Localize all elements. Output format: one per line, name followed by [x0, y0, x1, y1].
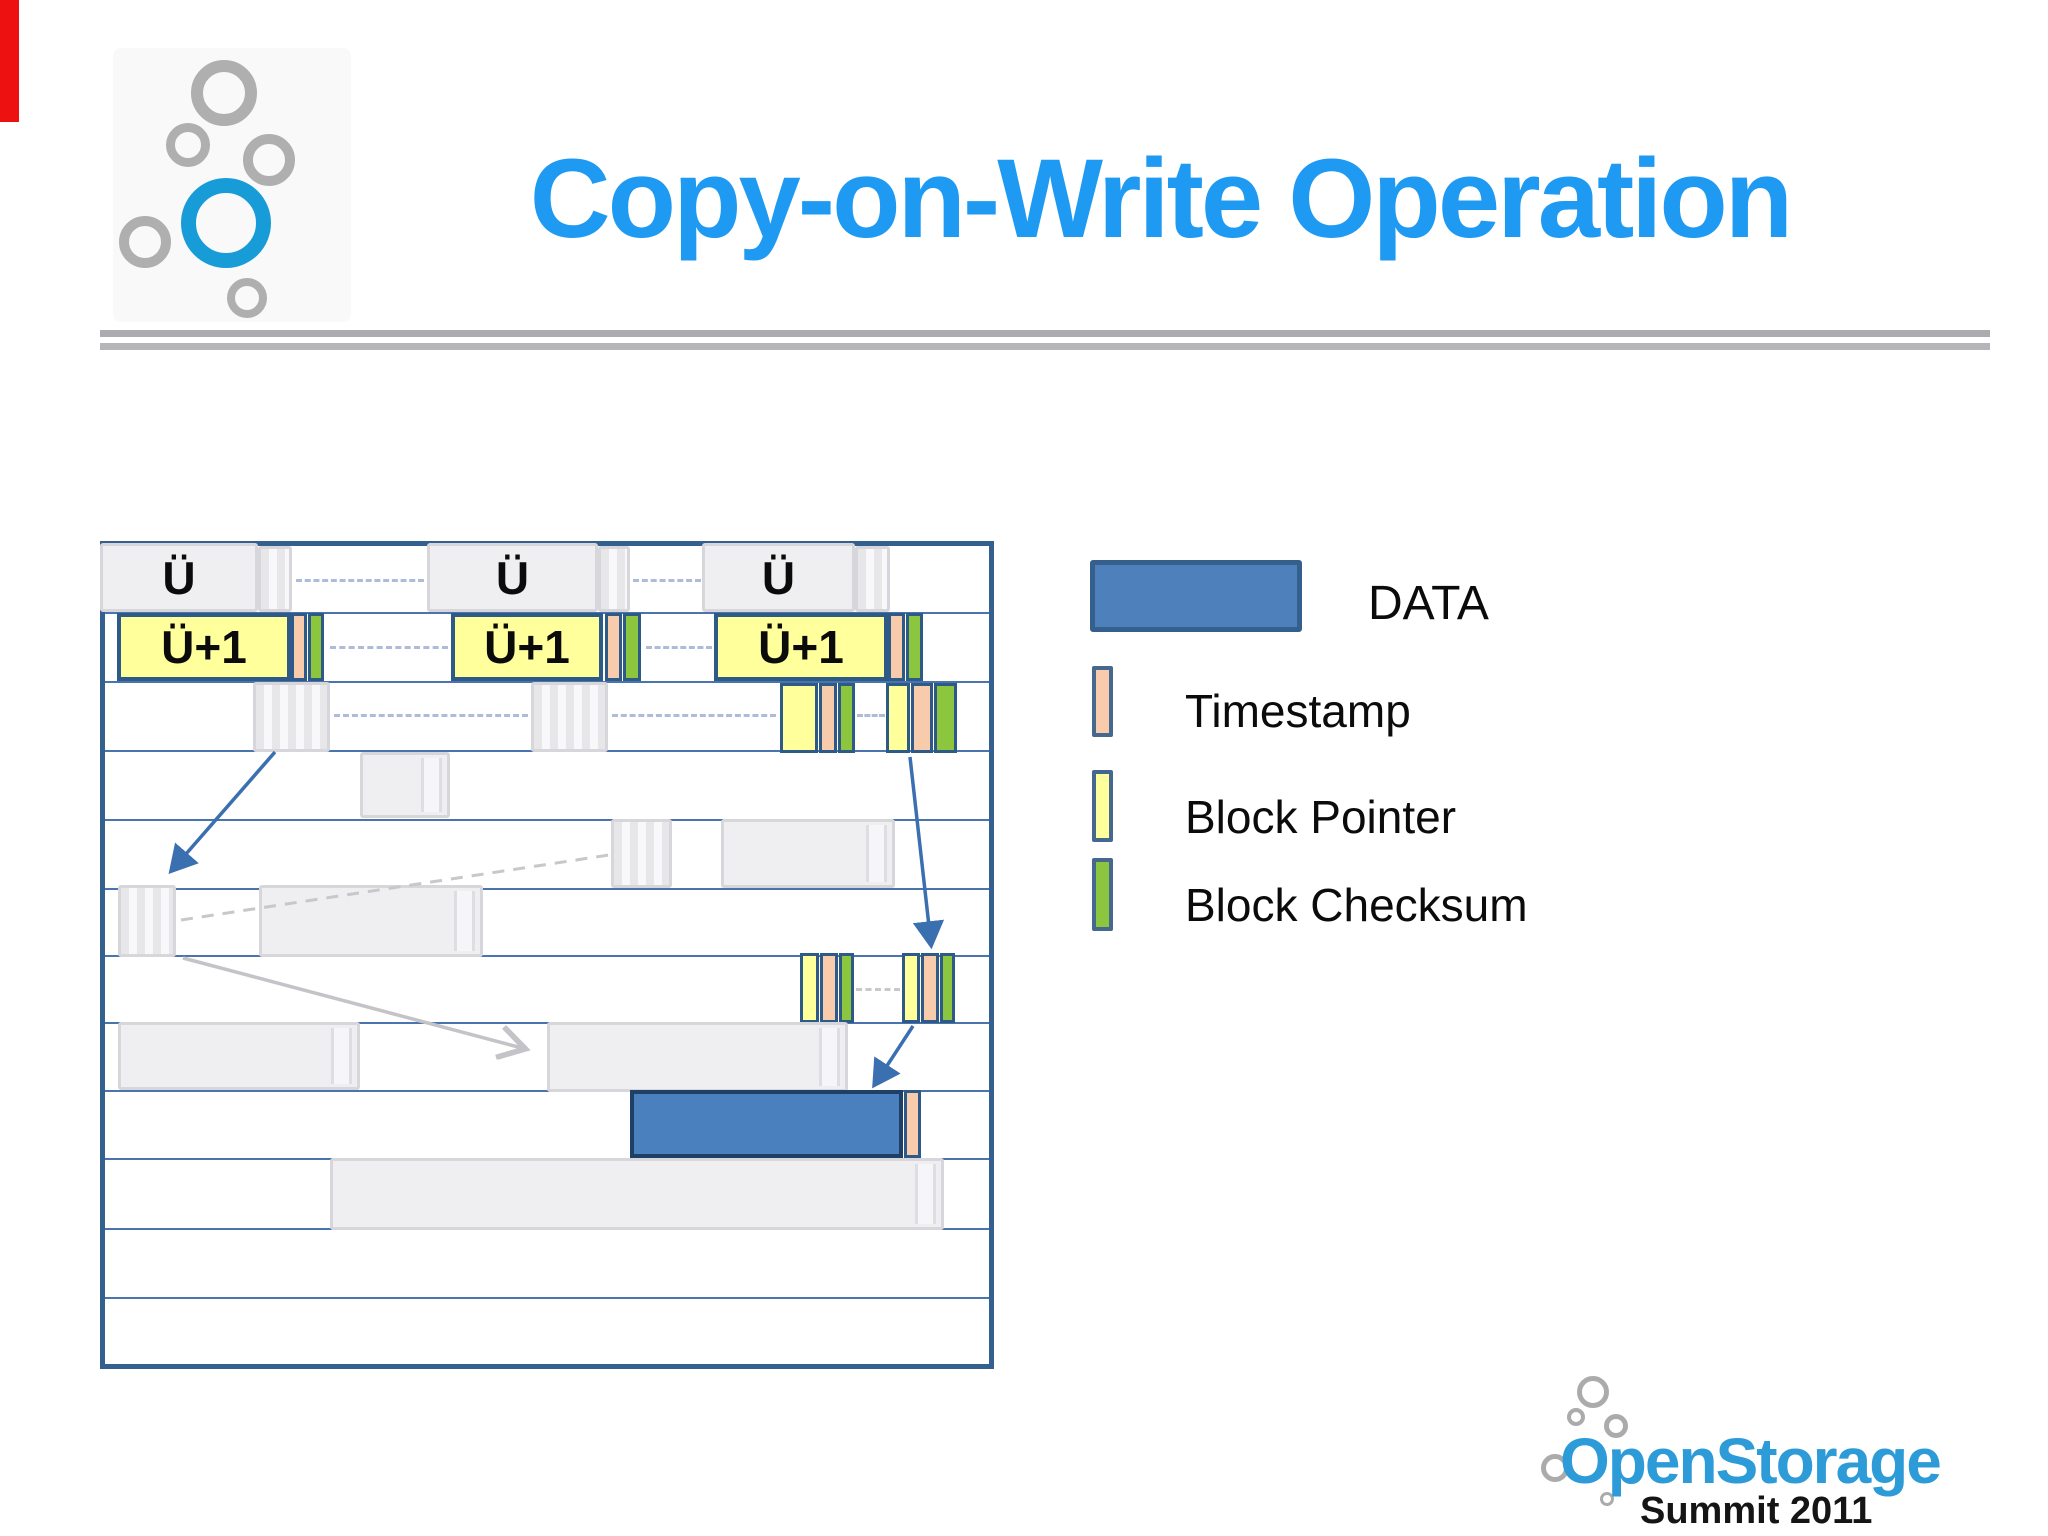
summit-year-text: Summit 2011 — [1640, 1490, 1873, 1532]
timestamp-stripe — [820, 953, 838, 1023]
pointer-tab — [611, 819, 672, 888]
block-pointer-stripe — [800, 953, 819, 1023]
pointer-tab — [118, 885, 176, 957]
data-block-old — [118, 1022, 360, 1090]
timestamp-stripe — [291, 613, 307, 681]
uberblock-new-label: Ü+1 — [161, 621, 247, 673]
dashed-connector — [334, 714, 528, 717]
data-block-new — [630, 1090, 903, 1158]
checksum-stripe — [308, 613, 324, 681]
page-title: Copy-on-Write Operation — [529, 136, 1793, 261]
timestamp-stripe — [904, 1090, 921, 1158]
bubble-icon — [1577, 1376, 1609, 1408]
uberblock-new-label: Ü+1 — [484, 621, 570, 673]
metadata-block — [259, 885, 483, 957]
uberblock-new: Ü+1 — [451, 613, 603, 681]
dashed-connector — [857, 714, 885, 717]
bubble-icon-blue — [181, 178, 271, 268]
checksum-stripe — [940, 953, 955, 1023]
block-pointer-stripe — [780, 683, 818, 753]
uberblock-label: Ü — [495, 551, 530, 604]
checksum-stripe — [838, 683, 855, 753]
pointer-tab — [855, 546, 890, 612]
dashed-connector — [330, 646, 448, 649]
pointer-tab — [531, 682, 608, 752]
pointer-tab — [598, 546, 630, 612]
bubble-icon — [119, 216, 171, 268]
bubble-icon — [243, 134, 295, 186]
pointer-tab — [253, 682, 330, 752]
legend-swatch-timestamp — [1092, 666, 1113, 737]
data-block-old — [330, 1158, 944, 1230]
grid-line — [105, 888, 989, 890]
timestamp-stripe — [921, 953, 939, 1023]
bubble-icon — [1604, 1414, 1628, 1438]
bubble-icon — [1541, 1454, 1569, 1482]
accent-red-bar — [0, 0, 19, 122]
checksum-stripe — [934, 683, 957, 753]
timestamp-stripe — [605, 613, 622, 681]
metadata-block — [721, 819, 895, 888]
metadata-block — [360, 752, 450, 818]
legend-label-block-checksum: Block Checksum — [1185, 879, 1528, 931]
data-block-old — [547, 1022, 848, 1092]
uberblock-label: Ü — [761, 551, 796, 604]
dashed-connector — [296, 579, 424, 582]
checksum-stripe — [623, 613, 641, 681]
timestamp-stripe — [888, 613, 905, 681]
uberblock-label: Ü — [162, 551, 196, 604]
divider-line — [100, 330, 1990, 337]
bubble-icon — [227, 278, 267, 318]
bubble-icon — [191, 60, 257, 126]
legend-label-data: DATA — [1368, 577, 1489, 630]
timestamp-stripe — [911, 683, 933, 753]
dashed-connector — [646, 646, 712, 649]
legend-swatch-block-pointer — [1092, 770, 1113, 842]
legend-swatch-block-checksum — [1092, 858, 1113, 931]
uberblock: Ü — [427, 543, 598, 612]
divider-line — [100, 343, 1990, 350]
grid-line — [105, 955, 989, 957]
block-pointer-stripe — [886, 683, 910, 753]
dashed-connector — [856, 988, 900, 991]
grid-line — [105, 1297, 989, 1299]
legend-label-block-pointer: Block Pointer — [1185, 791, 1457, 843]
block-pointer-stripe — [902, 953, 920, 1023]
dashed-connector — [612, 714, 776, 717]
grid-line — [105, 819, 989, 821]
openstorage-logo-text: OpenStorage — [1560, 1425, 1942, 1497]
uberblock: Ü — [702, 543, 855, 612]
legend-label-timestamp: Timestamp — [1185, 685, 1411, 737]
checksum-stripe — [839, 953, 854, 1023]
uberblock: Ü — [100, 543, 258, 612]
uberblock-new: Ü+1 — [714, 613, 888, 681]
bubble-icon — [166, 123, 210, 167]
bubble-icon — [1567, 1408, 1585, 1426]
timestamp-stripe — [819, 683, 837, 753]
pointer-tab — [258, 546, 292, 612]
bubbles-logo — [113, 48, 351, 322]
checksum-stripe — [906, 613, 923, 681]
uberblock-new-label: Ü+1 — [758, 621, 844, 673]
legend-swatch-data — [1090, 560, 1302, 632]
dashed-connector — [633, 579, 701, 582]
uberblock-new: Ü+1 — [117, 613, 291, 681]
bubble-icon — [1600, 1492, 1614, 1506]
